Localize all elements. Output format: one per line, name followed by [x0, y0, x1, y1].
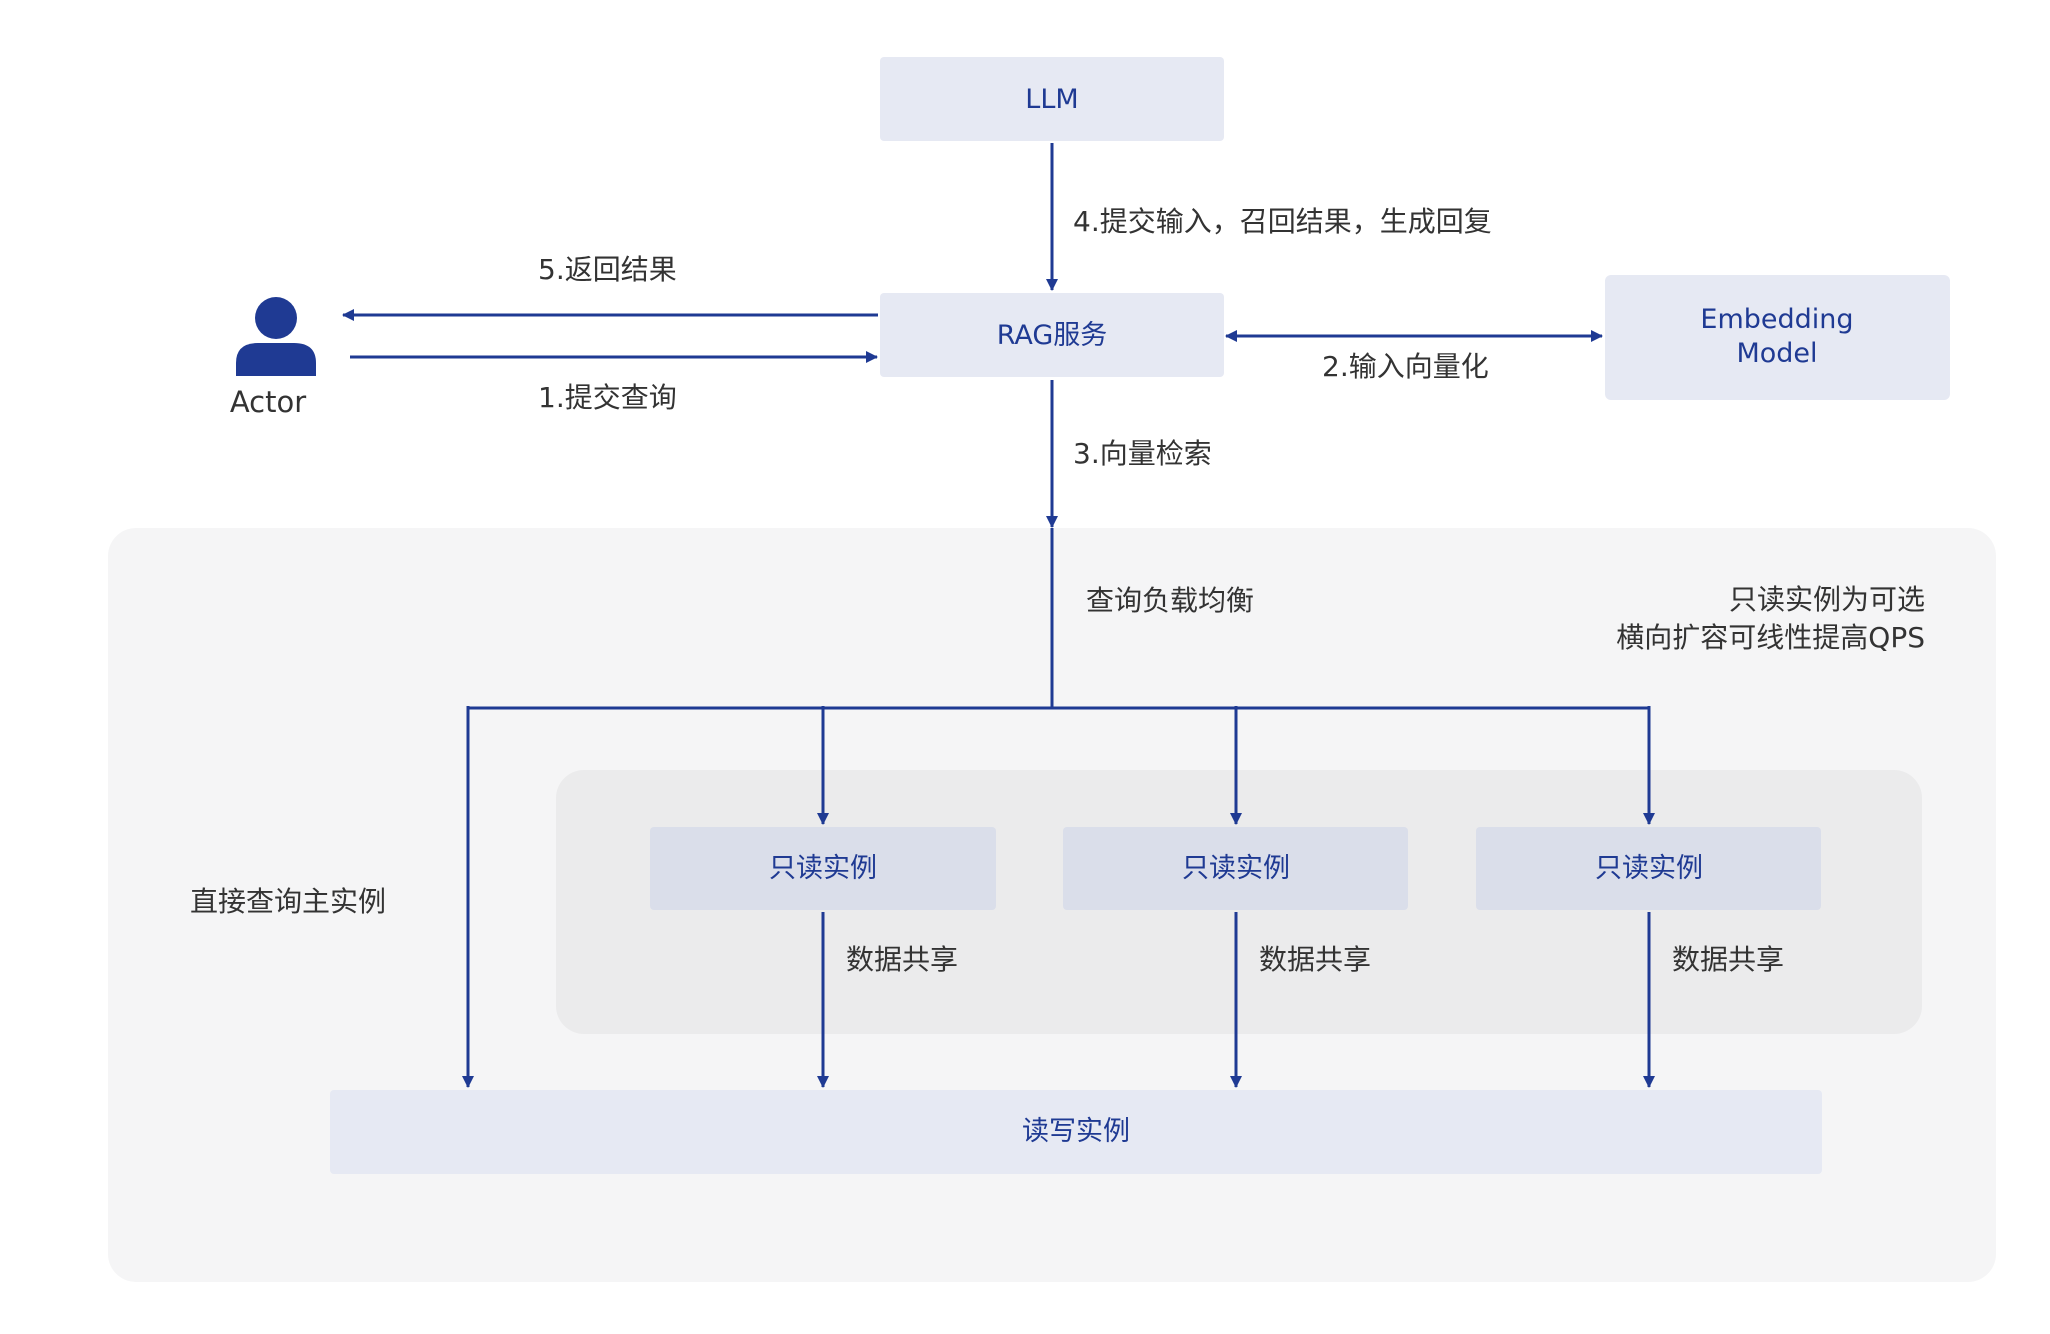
readonly-instance-node-3: [1476, 827, 1821, 910]
rag-service-label: RAG服务: [997, 320, 1108, 351]
readonly-instance-node-2: [1063, 827, 1408, 910]
edge-label-data-share-1: 数据共享: [846, 943, 958, 976]
readonly-instance-label-3: 只读实例: [1595, 853, 1703, 884]
annotation-optional-line2: 横向扩容可线性提高QPS: [1616, 621, 1925, 654]
embedding-label-line2: Model: [1736, 338, 1817, 369]
readonly-instance-node-1: [650, 827, 996, 910]
edge-label-vectorize: 2.输入向量化: [1322, 350, 1489, 383]
readwrite-instance-label: 读写实例: [1022, 1116, 1130, 1147]
edge-label-submit-llm: 4.提交输入，召回结果，生成回复: [1073, 205, 1492, 238]
readwrite-instance-node: [330, 1090, 1822, 1174]
readonly-instance-label-2: 只读实例: [1182, 853, 1290, 884]
user-icon: [236, 297, 316, 376]
edge-label-data-share-3: 数据共享: [1672, 943, 1784, 976]
actor-label: Actor: [230, 385, 306, 419]
rag-service-node: [880, 293, 1224, 377]
llm-node: [880, 57, 1224, 141]
annotation-optional-line1: 只读实例为可选: [1729, 583, 1925, 616]
embedding-model-node: [1605, 275, 1950, 400]
embedding-label-line1: Embedding: [1700, 304, 1853, 335]
edge-label-data-share-2: 数据共享: [1259, 943, 1371, 976]
edge-label-vector-search: 3.向量检索: [1073, 437, 1212, 470]
edge-label-load-balance: 查询负载均衡: [1086, 584, 1254, 617]
edge-label-submit-query: 1.提交查询: [538, 381, 677, 414]
llm-label: LLM: [1025, 84, 1078, 115]
edge-label-direct-query: 直接查询主实例: [190, 885, 386, 918]
readonly-instance-label-1: 只读实例: [769, 853, 877, 884]
edge-label-return-result: 5.返回结果: [538, 253, 677, 286]
